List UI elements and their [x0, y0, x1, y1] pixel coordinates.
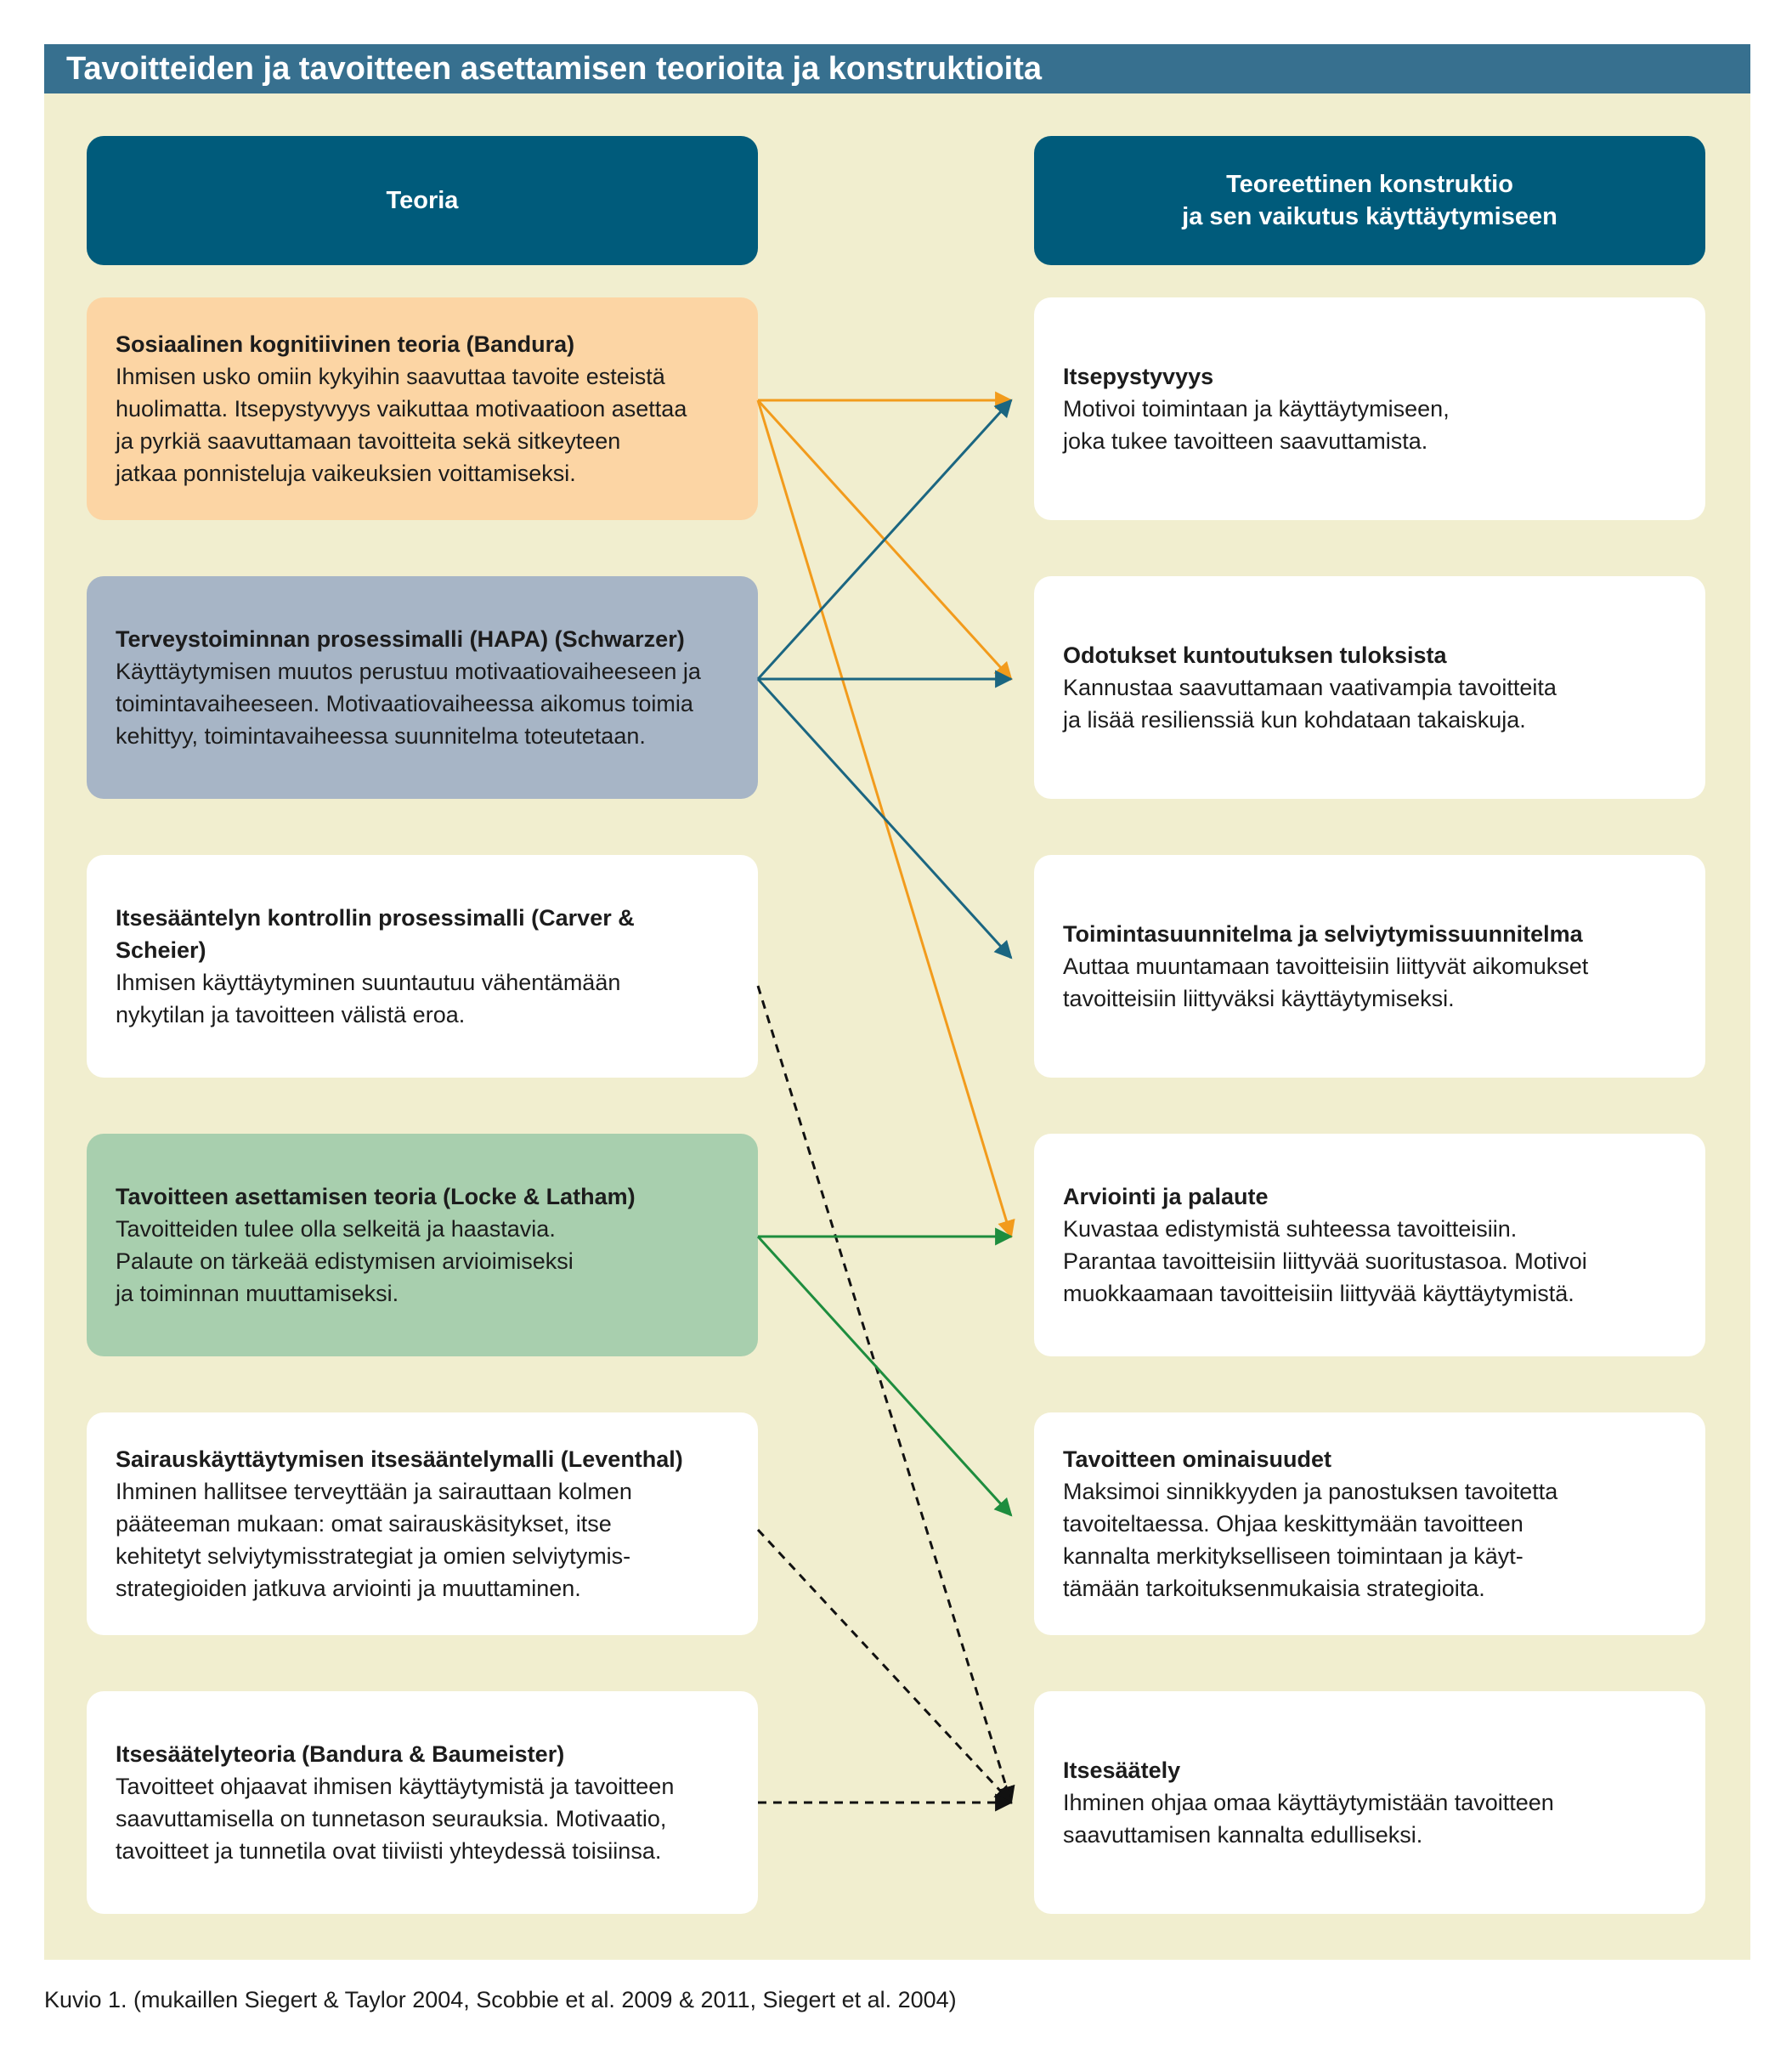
header-construct-line2: ja sen vaikutus käyttäytymiseen	[1182, 203, 1557, 230]
theory-title: Itsesääntelyn kontrollin prosessimalli (…	[116, 905, 635, 963]
construct-box-self-regulation: Itsesäätely Ihminen ohjaa omaa käyttäyty…	[1034, 1691, 1705, 1914]
header-construct: Teoreettinen konstruktio ja sen vaikutus…	[1034, 136, 1705, 265]
theory-box-hapa: Terveystoiminnan prosessimalli (HAPA) (S…	[87, 576, 758, 799]
theory-box-illness-self-regulation: Sairauskäyttäytymisen itsesääntelymalli …	[87, 1412, 758, 1635]
construct-box-self-efficacy: Itsepystyvyys Motivoi toimintaan ja käyt…	[1034, 297, 1705, 520]
theory-title: Tavoitteen asettamisen teoria (Locke & L…	[116, 1184, 636, 1209]
theory-text: Tavoitteet ohjaavat ihmisen käyttäytymis…	[116, 1774, 675, 1864]
construct-title: Tavoitteen ominaisuudet	[1063, 1446, 1332, 1472]
header-theory-label: Teoria	[386, 187, 459, 214]
theory-text: Ihmisen usko omiin kykyihin saavuttaa ta…	[116, 364, 687, 486]
construct-text: Motivoi toimintaan ja käyttäytymiseen, j…	[1063, 396, 1450, 454]
theory-title: Sairauskäyttäytymisen itsesääntelymalli …	[116, 1446, 683, 1472]
header-theory: Teoria	[87, 136, 758, 265]
theory-text: Käyttäytymisen muutos perustuu motivaati…	[116, 659, 701, 749]
theory-text: Ihminen hallitsee terveyttään ja sairaut…	[116, 1479, 632, 1601]
construct-title: Itsepystyvyys	[1063, 364, 1214, 389]
construct-text: Kuvastaa edistymistä suhteessa tavoittei…	[1063, 1216, 1587, 1306]
theory-box-control-process: Itsesääntelyn kontrollin prosessimalli (…	[87, 855, 758, 1078]
header-construct-line1: Teoreettinen konstruktio	[1226, 171, 1513, 198]
theory-title: Terveystoiminnan prosessimalli (HAPA) (S…	[116, 626, 685, 652]
figure-title: Tavoitteiden ja tavoitteen asettamisen t…	[44, 44, 1750, 93]
construct-title: Toimintasuunnitelma ja selviytymissuunni…	[1063, 921, 1583, 947]
construct-text: Kannustaa saavuttamaan vaativampia tavoi…	[1063, 675, 1557, 733]
theory-box-self-regulation: Itsesäätelyteoria (Bandura & Baumeister)…	[87, 1691, 758, 1914]
construct-title: Itsesäätely	[1063, 1757, 1181, 1783]
construct-text: Maksimoi sinnikkyyden ja panostuksen tav…	[1063, 1479, 1558, 1601]
construct-box-feedback: Arviointi ja palaute Kuvastaa edistymist…	[1034, 1134, 1705, 1356]
construct-text: Ihminen ohjaa omaa käyttäytymistään tavo…	[1063, 1790, 1554, 1848]
construct-box-action-plan: Toimintasuunnitelma ja selviytymissuunni…	[1034, 855, 1705, 1078]
theory-text: Tavoitteiden tulee olla selkeitä ja haas…	[116, 1216, 574, 1306]
construct-box-outcome-expectations: Odotukset kuntoutuksen tuloksista Kannus…	[1034, 576, 1705, 799]
construct-text: Auttaa muuntamaan tavoitteisiin liittyvä…	[1063, 954, 1589, 1011]
theory-box-goal-setting: Tavoitteen asettamisen teoria (Locke & L…	[87, 1134, 758, 1356]
theory-box-social-cognitive: Sosiaalinen kognitiivinen teoria (Bandur…	[87, 297, 758, 520]
construct-title: Arviointi ja palaute	[1063, 1184, 1269, 1209]
theory-text: Ihmisen käyttäytyminen suuntautuu vähent…	[116, 970, 621, 1027]
construct-box-goal-properties: Tavoitteen ominaisuudet Maksimoi sinnikk…	[1034, 1412, 1705, 1635]
figure-caption: Kuvio 1. (mukaillen Siegert & Taylor 200…	[44, 1987, 957, 2012]
construct-title: Odotukset kuntoutuksen tuloksista	[1063, 642, 1447, 668]
theory-title: Itsesäätelyteoria (Bandura & Baumeister)	[116, 1741, 565, 1767]
theory-title: Sosiaalinen kognitiivinen teoria (Bandur…	[116, 331, 575, 357]
